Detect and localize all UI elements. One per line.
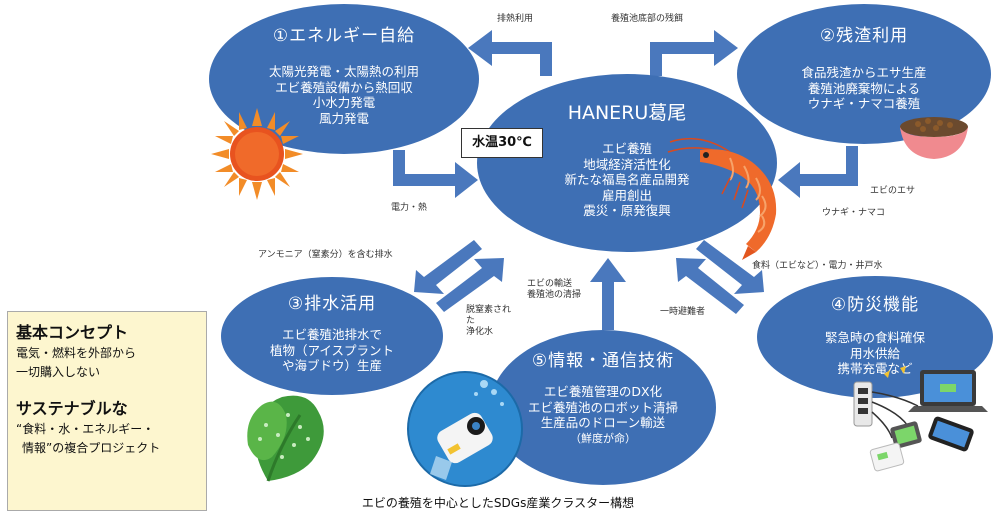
node-wastewater-title: ③排水活用 xyxy=(287,294,377,314)
arrow-waste-heat xyxy=(468,30,552,76)
edge-label-denitrified: 脱窒素され た 浄化水 xyxy=(466,305,511,338)
node-center-lines: エビ養殖 地域経済活性化 新たな福島名産品開発 雇用創出 震災・原発復興 xyxy=(477,141,777,219)
edge-label-eel-sea-cucumber: ウナギ・ナマコ xyxy=(822,208,886,218)
node-energy-line: 風力発電 xyxy=(318,110,369,126)
node-energy-line: エビ養殖設備から熱回収 xyxy=(275,79,413,95)
concept-spacer xyxy=(16,382,198,398)
sun-icon xyxy=(211,108,303,200)
node-residue-line: 食品残渣からエサ生産 xyxy=(801,65,927,80)
node-ict-line: （鮮度が命） xyxy=(570,431,636,445)
node-wastewater: ③排水活用 エビ養殖池排水で 植物（アイスプラント や海ブドウ）生産 xyxy=(221,277,443,395)
concept-line: 情報”の複合プロジェクト xyxy=(22,441,161,455)
arrow-pond-bottom-feed xyxy=(650,30,738,76)
edge-label-temporary-evacuees: 一時避難者 xyxy=(660,307,706,317)
concept-line: 電気・燃料を外部から xyxy=(16,346,137,360)
arrow-denitrified-water xyxy=(436,258,504,312)
concept-heading-2: サステナブルな xyxy=(16,399,128,418)
node-ict: ⑤情報・通信技術 エビ養殖管理のDX化 エビ養殖池のロボット清掃 生産品のドロー… xyxy=(490,330,716,485)
node-center: HANERU葛尾 エビ養殖 地域経済活性化 新たな福島名産品開発 雇用創出 震災… xyxy=(477,74,777,252)
edge-label-shrimp-transport-line: エビの輸送 xyxy=(527,279,573,289)
arrow-shrimp-feed xyxy=(778,146,858,198)
arrow-power-heat xyxy=(393,150,478,198)
edge-label-ammonia-wastewater: アンモニア（窒素分）を含む排水 xyxy=(258,250,393,260)
edge-label-food-power-well: 食料（エビなど）・電力・井戸水 xyxy=(752,261,883,271)
charging-devices-icon xyxy=(853,366,988,472)
edge-label-waste-heat: 排熱利用 xyxy=(497,14,534,24)
arrow-ict-to-center xyxy=(590,258,626,330)
edge-label-denitrified-line: 脱窒素され xyxy=(466,305,512,315)
node-center-line: エビ養殖 xyxy=(601,141,652,156)
edge-label-denitrified-line: 浄化水 xyxy=(466,327,494,337)
figure-caption: エビの養殖を中心としたSDGs産業クラスター構想 xyxy=(361,496,635,510)
node-residue-lines: 食品残渣からエサ生産 養殖池廃棄物による ウナギ・ナマコ養殖 xyxy=(737,65,991,112)
node-disaster-line: 緊急時の食料確保 xyxy=(824,330,925,345)
node-energy-title: ①エネルギー自給 xyxy=(272,26,416,46)
edge-label-power-heat: 電力・熱 xyxy=(391,203,428,213)
node-ict-lines: エビ養殖管理のDX化 エビ養殖池のロボット清掃 生産品のドローン輸送 （鮮度が命… xyxy=(490,384,716,446)
node-wastewater-line: エビ養殖池排水で xyxy=(281,327,382,342)
edge-label-shrimp-feed: エビのエサ xyxy=(870,186,916,196)
node-center-line: 震災・原発復興 xyxy=(583,203,671,218)
concept-heading: 基本コンセプト xyxy=(16,323,129,342)
underwater-robot-icon xyxy=(407,371,523,487)
edge-label-shrimp-transport: エビの輸送 養殖池の清掃 xyxy=(527,279,581,301)
node-disaster-lines: 緊急時の食料確保 用水供給 携帯充電など xyxy=(757,330,993,377)
node-residue-title: ②残渣利用 xyxy=(819,26,909,46)
node-wastewater-lines: エビ養殖池排水で 植物（アイスプラント や海ブドウ）生産 xyxy=(221,327,443,374)
node-ict-line: エビ養殖池のロボット清掃 xyxy=(527,399,678,415)
edge-label-shrimp-transport-line: 養殖池の清掃 xyxy=(527,290,582,300)
node-disaster-line: 用水供給 xyxy=(849,345,900,361)
concept-box: 基本コンセプト 電気・燃料を外部から 一切購入しない サステナブルな “食料・水… xyxy=(7,311,207,511)
concept-line: “食料・水・エネルギー・ xyxy=(16,422,155,436)
pet-food-bowl-icon xyxy=(900,117,968,159)
node-ict-line: 生産品のドローン輸送 xyxy=(540,415,666,430)
node-residue-line: 養殖池廃棄物による xyxy=(807,80,921,96)
edge-label-pond-bottom-feed: 養殖池底部の残餌 xyxy=(611,14,684,24)
arrow-food-power-well xyxy=(696,240,764,294)
node-ict-line: エビ養殖管理のDX化 xyxy=(543,384,663,399)
node-wastewater-line: や海ブドウ）生産 xyxy=(281,358,382,373)
edge-label-denitrified-line: た xyxy=(466,316,476,326)
node-energy-line: 太陽光発電・太陽熱の利用 xyxy=(268,64,419,79)
node-center-title: HANERU葛尾 xyxy=(567,102,687,124)
node-energy-lines: 太陽光発電・太陽熱の利用 エビ養殖設備から熱回収 小水力発電 風力発電 xyxy=(209,64,479,126)
node-disaster-line: 携帯充電など xyxy=(837,361,913,376)
node-ict-title: ⑤情報・通信技術 xyxy=(531,351,675,371)
arrow-ammonia-wastewater xyxy=(414,240,482,294)
node-energy-line: 小水力発電 xyxy=(312,95,376,110)
node-center-line: 新たな福島名産品開発 xyxy=(564,172,690,187)
node-wastewater-line: 植物（アイスプラント xyxy=(269,342,394,358)
node-disaster-title: ④防災機能 xyxy=(830,295,920,315)
node-residue: ②残渣利用 食品残渣からエサ生産 養殖池廃棄物による ウナギ・ナマコ養殖 xyxy=(737,4,991,144)
node-center-line: 雇用創出 xyxy=(601,187,652,203)
node-residue-line: ウナギ・ナマコ養殖 xyxy=(807,96,921,111)
shrimp-icon xyxy=(667,137,777,260)
spinach-leaf-icon xyxy=(247,395,324,482)
concept-line: 一切購入しない xyxy=(16,365,101,379)
arrow-temporary-evacuees xyxy=(676,258,744,314)
node-center-line: 地域経済活性化 xyxy=(583,156,671,172)
water-temp-badge: 水温30℃ xyxy=(461,128,543,158)
